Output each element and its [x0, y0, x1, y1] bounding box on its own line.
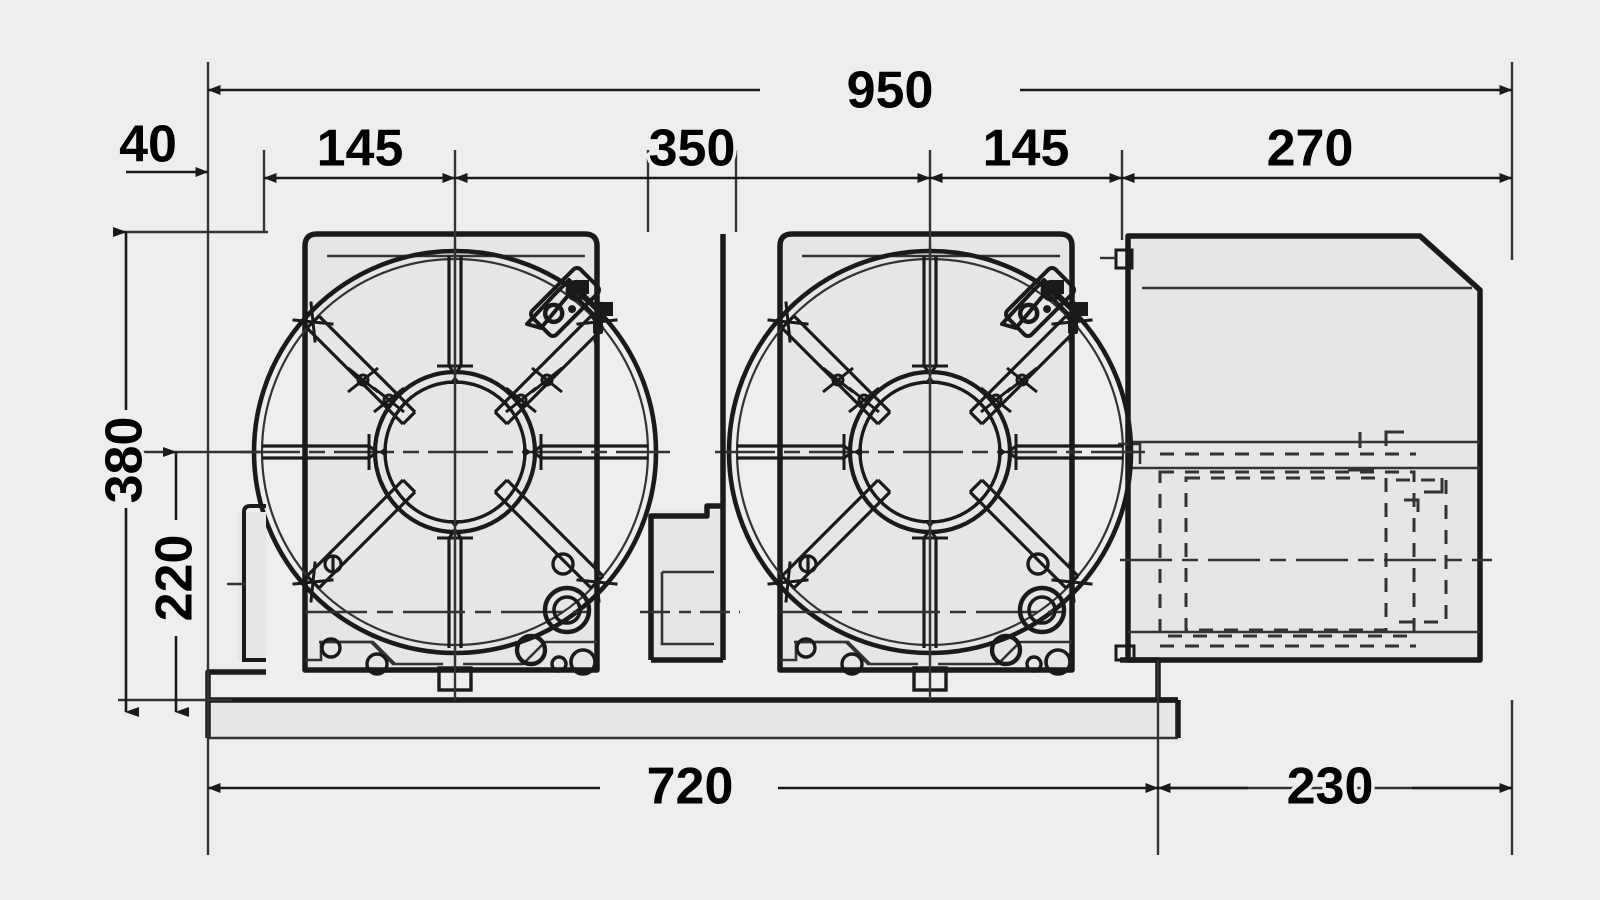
- dimension-720: 720: [207, 754, 1159, 819]
- motor-housing: [1100, 233, 1492, 663]
- dim-label-145-left: 145: [317, 120, 404, 178]
- dim-label-950: 950: [847, 62, 934, 120]
- dim-label-270: 270: [1267, 120, 1354, 178]
- dimension-950: 950: [207, 58, 1513, 123]
- centre-bridge: [640, 234, 740, 663]
- extension-lines: [118, 62, 1514, 855]
- dimension-220: 220: [142, 447, 207, 717]
- dimension-350: 350: [454, 116, 931, 183]
- dimension-40: 40: [116, 112, 209, 177]
- dim-label-145-right: 145: [983, 120, 1070, 178]
- dimension-layer: 950 40 145 350 145 270: [92, 58, 1514, 855]
- left-side-lug: [227, 504, 266, 662]
- dim-label-220: 220: [146, 535, 204, 622]
- dimension-145-right: 145: [929, 116, 1123, 183]
- dim-label-40: 40: [119, 116, 177, 174]
- dimension-270: 270: [1121, 116, 1513, 183]
- dim-label-230: 230: [1287, 758, 1374, 816]
- dimension-230: 230: [1157, 754, 1513, 819]
- dim-label-720: 720: [647, 758, 734, 816]
- dim-label-380: 380: [96, 417, 154, 504]
- dimension-145-left: 145: [263, 116, 456, 183]
- machine-assembly: [205, 233, 1492, 740]
- dim-label-350: 350: [649, 120, 736, 178]
- dimension-380: 380: [92, 227, 157, 717]
